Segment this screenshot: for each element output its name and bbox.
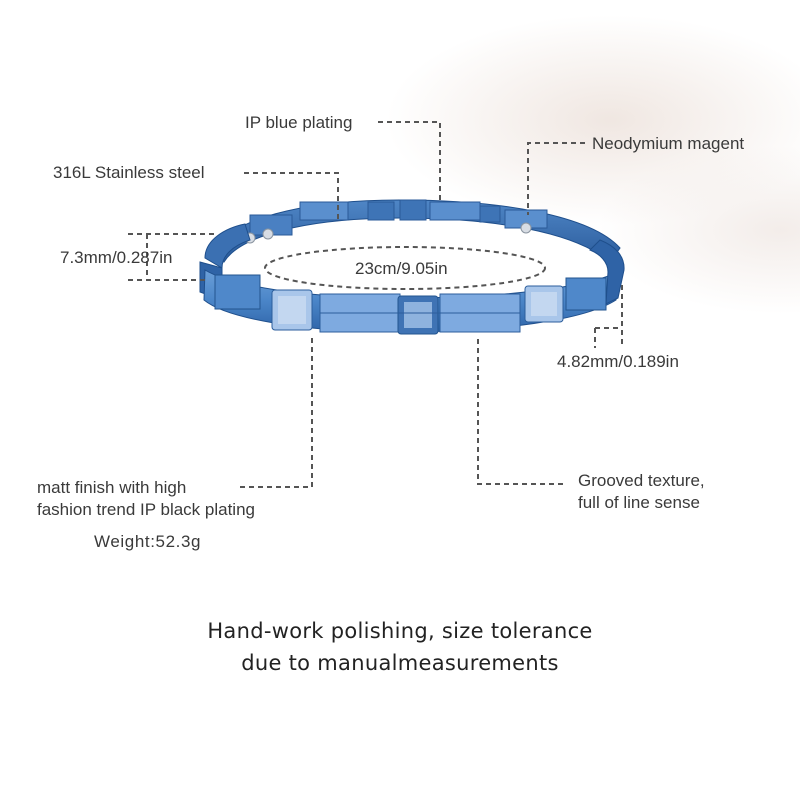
texture-label-line1: Grooved texture, <box>578 471 705 490</box>
length-label: 23cm/9.05in <box>355 259 448 278</box>
weight-label: Weight:52.3g <box>94 532 202 551</box>
magnet-label: Neodymium magent <box>592 134 745 153</box>
plating-label: IP blue plating <box>245 113 353 132</box>
footer-line2: due to manualmeasurements <box>241 651 559 675</box>
finish-label-line1: matt finish with high <box>37 478 187 497</box>
finish-label-line2: fashion trend IP black plating <box>37 500 255 519</box>
footer-line1: Hand-work polishing, size tolerance <box>207 619 593 643</box>
bracelet-front <box>203 269 619 335</box>
width-label: 7.3mm/0.287in <box>60 248 173 267</box>
callout-lines <box>128 121 623 488</box>
bracelet-back <box>214 199 621 263</box>
bracelet-right-side <box>589 239 625 305</box>
length-ellipse <box>264 246 546 290</box>
texture-label-line2: full of line sense <box>578 493 700 512</box>
thickness-label: 4.82mm/0.189in <box>557 352 679 371</box>
material-label: 316L Stainless steel <box>53 163 205 182</box>
